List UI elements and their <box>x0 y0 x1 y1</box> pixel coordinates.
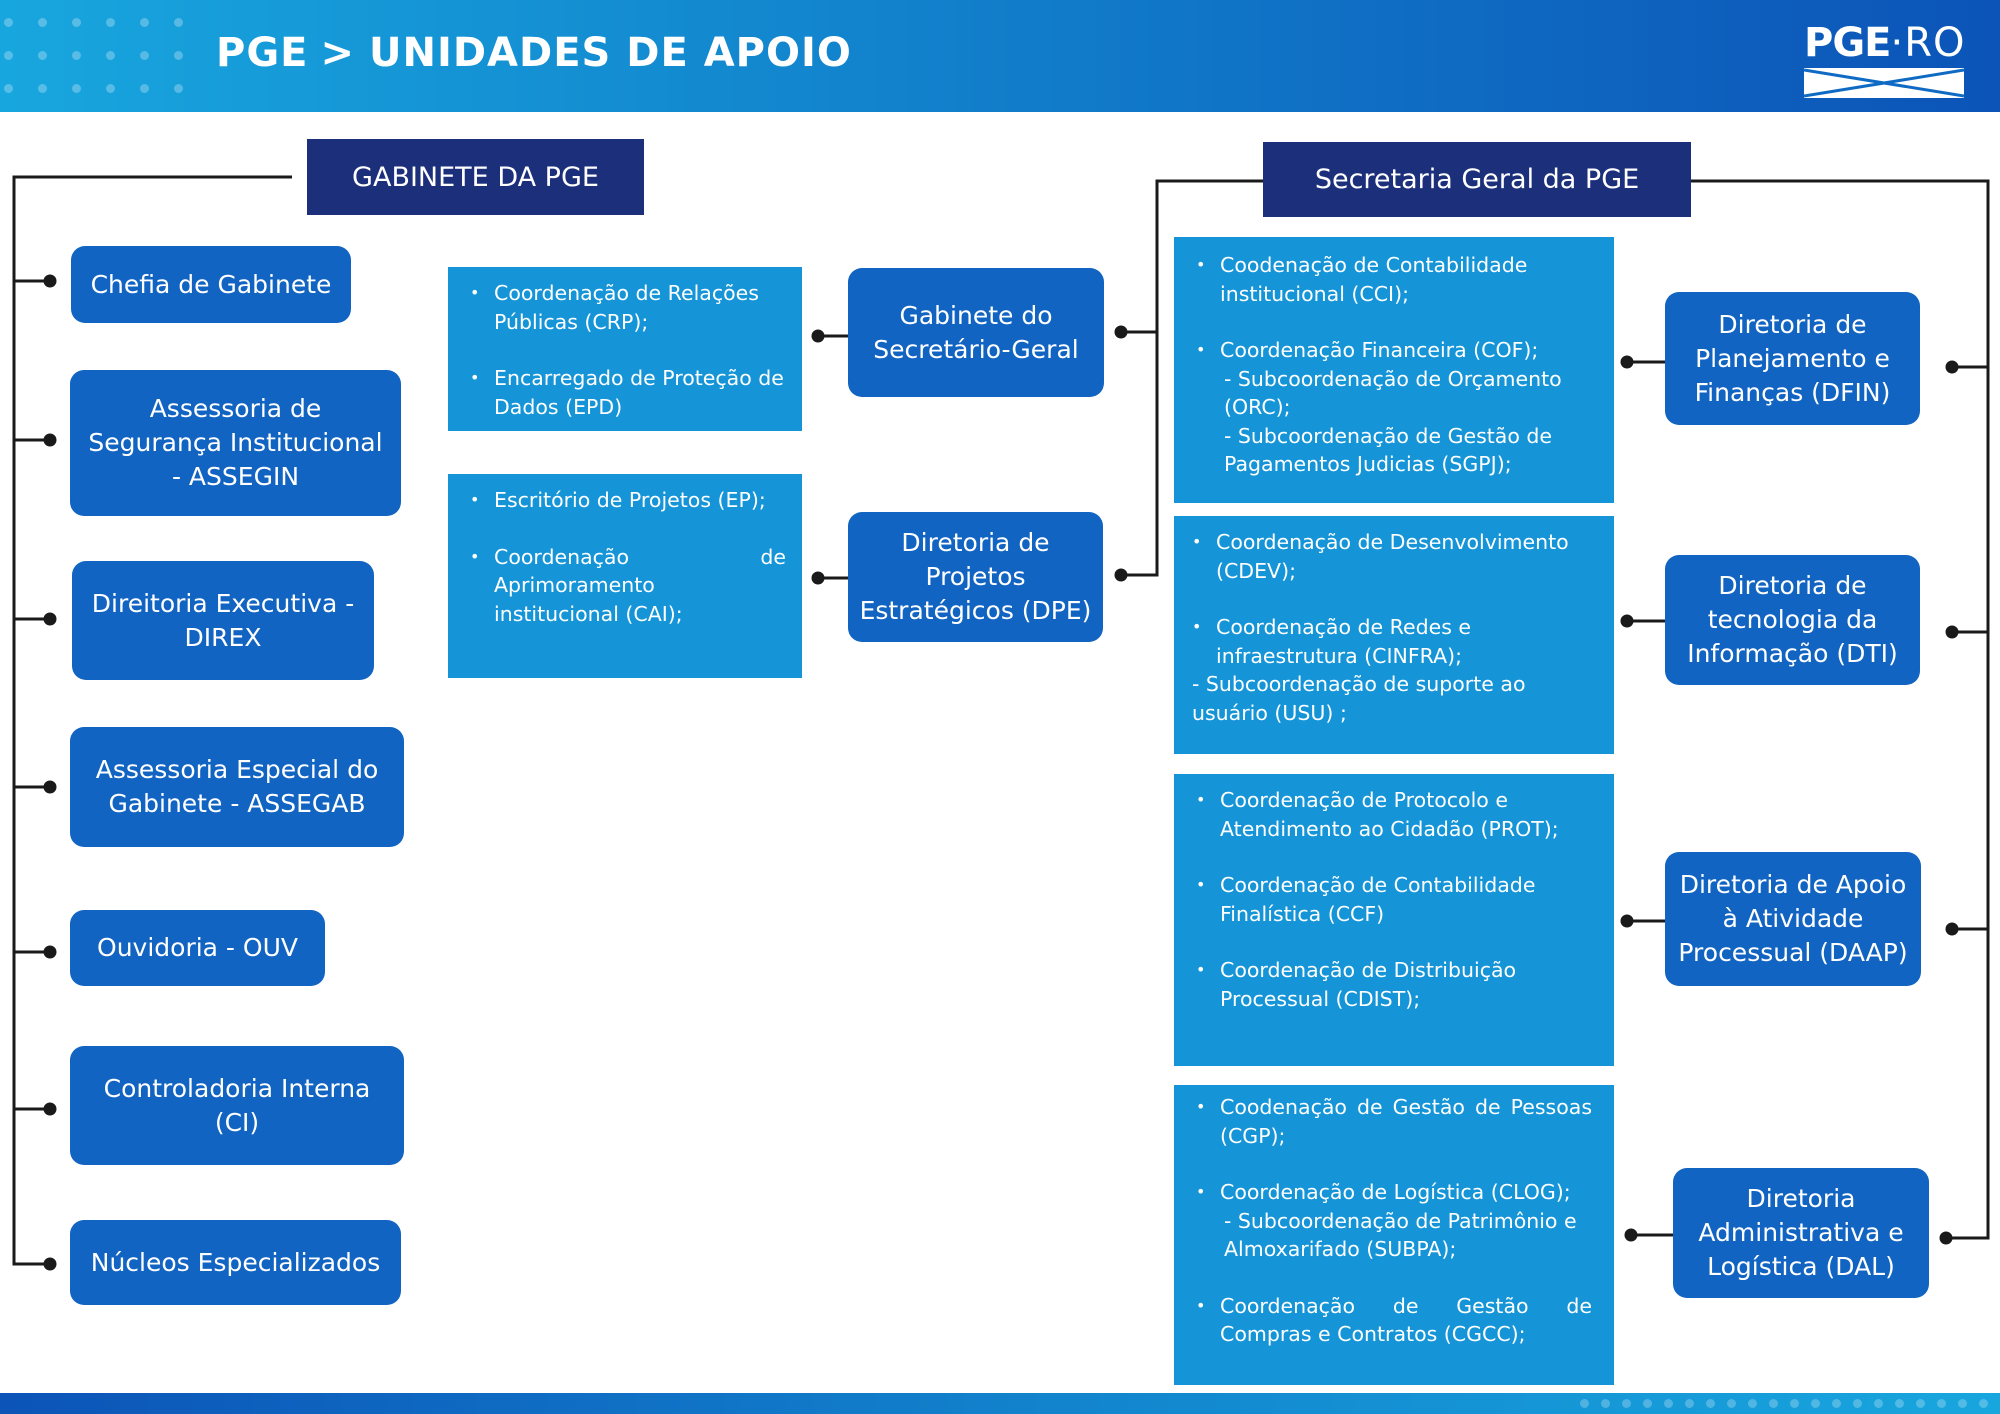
list-item: Coordenação de Logística (CLOG); - Subco… <box>1192 1178 1592 1264</box>
list-daap: Coordenação de Protocolo e Atendimento a… <box>1174 774 1614 1066</box>
list-item: Coordenação de Distribuição Processual (… <box>1192 956 1598 1013</box>
list-item: Coordenação de Protocolo e Atendimento a… <box>1192 786 1598 843</box>
unit-controladoria-interna: Controladoria Interna (CI) <box>70 1046 404 1165</box>
gabinete-do-secretario-geral: Gabinete do Secretário-Geral <box>848 268 1104 397</box>
list-item-title: Coordenação de Logística (CLOG); <box>1220 1180 1571 1204</box>
decorative-dot <box>140 18 149 27</box>
decorative-dot <box>1937 1399 1946 1408</box>
decorative-dot <box>1979 1399 1988 1408</box>
decorative-dot <box>1727 1399 1736 1408</box>
decorative-dot <box>1832 1399 1841 1408</box>
list-item: Coordenação de Gestão de Compras e Contr… <box>1192 1292 1592 1349</box>
decorative-dot <box>4 84 13 93</box>
decorative-dot <box>174 18 183 27</box>
list-dfin: Coodenação de Contabilidade instituciona… <box>1174 237 1614 503</box>
list-item: Coordenação de Aprimoramento institucion… <box>466 543 786 629</box>
list-item: Coordenação de Desenvolvimento (CDEV); <box>1188 528 1598 585</box>
list-item: Coordenação Financeira (COF); - Subcoord… <box>1192 336 1598 479</box>
decorative-dot <box>106 18 115 27</box>
decorative-dot <box>1769 1399 1778 1408</box>
gabinete-da-pge-title: GABINETE DA PGE <box>307 139 644 215</box>
decorative-dot <box>1916 1399 1925 1408</box>
list-subitem: - Subcoordenação de suporte ao usuário (… <box>1192 672 1526 725</box>
breadcrumb-separator: > <box>320 30 355 76</box>
unit-nucleos-especializados: Núcleos Especializados <box>70 1220 401 1305</box>
decorative-dot <box>1706 1399 1715 1408</box>
list-item: Coordenação de Relações Públicas (CRP); <box>466 279 786 336</box>
page-title: PGE> UNIDADES DE APOIO <box>216 30 852 76</box>
decorative-dot <box>4 18 13 27</box>
decorative-dot <box>1664 1399 1673 1408</box>
decorative-dot <box>38 51 47 60</box>
decorative-dot <box>1853 1399 1862 1408</box>
list-item: Coordenação de Contabilidade Finalística… <box>1192 871 1598 928</box>
unit-direx: Direitoria Executiva - DIREX <box>72 561 374 680</box>
decorative-dot <box>1790 1399 1799 1408</box>
list-item: Coordenação de Redes e infraestrutura (C… <box>1188 613 1598 670</box>
diretoria-dfin: Diretoria de Planejamento e Finanças (DF… <box>1665 292 1920 425</box>
decorative-dot <box>4 51 13 60</box>
list-subitem: - Subcoordenação de Patrimônio e Almoxar… <box>1224 1208 1577 1262</box>
decorative-dot <box>1874 1399 1883 1408</box>
page-header: PGE>UNIDADES DE APOIO PGE·RO <box>0 0 2000 112</box>
decorative-dot <box>1685 1399 1694 1408</box>
pge-ro-logo: PGE·RO <box>1800 20 1970 100</box>
decorative-dot <box>1811 1399 1820 1408</box>
decorative-dot <box>1958 1399 1967 1408</box>
title-main: UNIDADES DE APOIO <box>369 30 852 76</box>
list-subitem: - Subcoordenação de Gestão de Pagamentos… <box>1224 423 1553 477</box>
decorative-dot <box>1895 1399 1904 1408</box>
list-dpe: Escritório de Projetos (EP); Coordenação… <box>448 474 802 678</box>
decorative-dot <box>38 84 47 93</box>
unit-ouvidoria: Ouvidoria - OUV <box>70 910 325 986</box>
decorative-dot <box>174 51 183 60</box>
list-subitem: - Subcoordenação de Orçamento (ORC); <box>1224 366 1562 420</box>
diretoria-dti: Diretoria de tecnologia da Informação (D… <box>1665 555 1920 685</box>
decorative-dot <box>1601 1399 1610 1408</box>
list-item: Coodenação de Gestão de Pessoas (CGP); <box>1192 1093 1592 1150</box>
diretoria-daap: Diretoria de Apoio à Atividade Processua… <box>1665 852 1921 986</box>
decorative-dot <box>174 84 183 93</box>
logo-ro-text: RO <box>1904 20 1966 66</box>
title-prefix: PGE <box>216 30 309 76</box>
decorative-dot <box>72 51 81 60</box>
decorative-dot <box>106 84 115 93</box>
decorative-dot <box>140 51 149 60</box>
decorative-dot <box>72 18 81 27</box>
decorative-dot <box>1643 1399 1652 1408</box>
decorative-dot <box>140 84 149 93</box>
secretaria-geral-title: Secretaria Geral da PGE <box>1263 142 1691 217</box>
logo-dot-text: · <box>1890 20 1905 66</box>
list-item-title: Coordenação de Redes e infraestrutura (C… <box>1216 615 1472 668</box>
decorative-dot <box>38 18 47 27</box>
diretoria-dal: Diretoria Administrativa e Logística (DA… <box>1673 1168 1929 1298</box>
logo-pge-text: PGE <box>1804 20 1891 66</box>
decorative-dot <box>106 51 115 60</box>
decorative-dot <box>1622 1399 1631 1408</box>
decorative-dot <box>72 84 81 93</box>
unit-assegab: Assessoria Especial do Gabinete - ASSEGA… <box>70 727 404 847</box>
list-dal: Coodenação de Gestão de Pessoas (CGP); C… <box>1174 1085 1614 1385</box>
logo-flag-icon <box>1804 68 1964 98</box>
decorative-dot <box>1748 1399 1757 1408</box>
unit-chefia-de-gabinete: Chefia de Gabinete <box>71 246 351 323</box>
unit-assegin: Assessoria de Segurança Institucional - … <box>70 370 401 516</box>
list-item: Escritório de Projetos (EP); <box>466 486 786 515</box>
list-dti: Coordenação de Desenvolvimento (CDEV); C… <box>1174 516 1614 754</box>
diretoria-de-projetos-estrategicos: Diretoria de Projetos Estratégicos (DPE) <box>848 512 1103 642</box>
decorative-dot <box>1580 1399 1589 1408</box>
list-item: Coodenação de Contabilidade instituciona… <box>1192 251 1598 308</box>
list-gabinete-secretario: Coordenação de Relações Públicas (CRP); … <box>448 267 802 431</box>
page-footer <box>0 1393 2000 1414</box>
list-item-title: Coordenação Financeira (COF); <box>1220 338 1539 362</box>
list-item: Encarregado de Proteção de Dados (EPD) <box>466 364 786 421</box>
